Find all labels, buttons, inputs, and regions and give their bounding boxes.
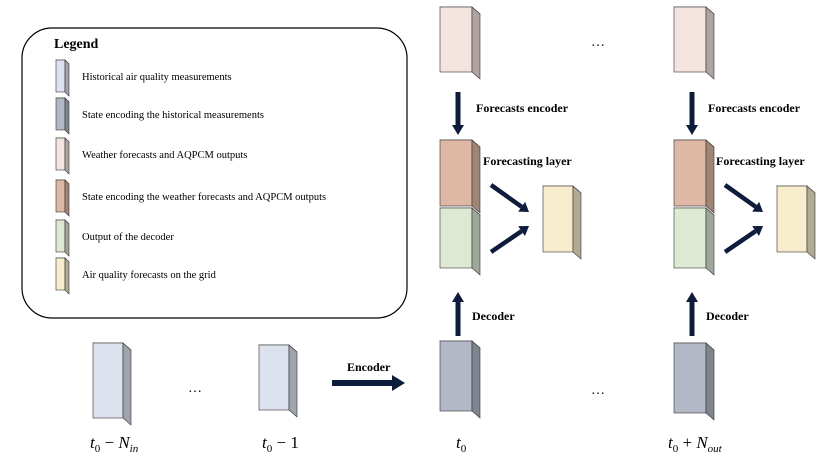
legend-swatch — [55, 219, 70, 257]
decoder-output-block-t0 — [439, 207, 481, 276]
input-block-first — [92, 342, 132, 426]
decoder-arrow-2 — [686, 292, 698, 336]
legend-item: Output of the decoder — [55, 219, 174, 257]
legend-item: State encoding the weather forecasts and… — [55, 179, 326, 217]
forecasts-encoder-arrow-2 — [686, 92, 698, 135]
forecasting-layer-label-1: Forecasting layer — [483, 154, 572, 168]
decoder-label-1: Decoder — [472, 309, 515, 323]
tensor-blocks — [92, 6, 816, 426]
input-ellipsis: … — [188, 381, 202, 396]
legend: Legend Historical air quality measuremen… — [21, 27, 408, 319]
legend-swatch — [55, 257, 70, 295]
legend-swatch — [55, 137, 70, 175]
input-block-last — [258, 344, 298, 418]
encoder-arrow — [332, 375, 405, 391]
legend-item: Historical air quality measurements — [55, 59, 232, 97]
legend-swatch — [55, 179, 70, 217]
forecasts-encoder-label-1: Forecasts encoder — [476, 101, 569, 115]
time-label-out: t0 + Nout — [668, 433, 723, 455]
decoder-arrow-1 — [452, 292, 464, 336]
forecasts-encoder-label-2: Forecasts encoder — [708, 101, 801, 115]
decoder-label-2: Decoder — [706, 309, 749, 323]
forecasting-layer-label-2: Forecasting layer — [716, 154, 805, 168]
forecasting-arrow-bottom-2 — [723, 226, 763, 254]
forecasting-arrow-top-1 — [489, 183, 529, 212]
legend-frame — [21, 27, 408, 319]
time-label-first: t0 − Nin — [90, 433, 139, 455]
legend-item: State encoding the historical measuremen… — [55, 97, 264, 135]
legend-title: Legend — [54, 37, 99, 52]
legend-swatch — [55, 59, 70, 97]
forecast-block-t0 — [542, 185, 582, 260]
weather-block-tout — [673, 6, 715, 80]
decoder-output-block-tout — [673, 207, 715, 276]
legend-items: Historical air quality measurementsState… — [55, 59, 326, 295]
time-label-zero: t0 — [456, 433, 467, 455]
forecast-block-tout — [776, 185, 816, 260]
state-block-tout — [673, 342, 715, 421]
legend-item-label: Weather forecasts and AQPCM outputs — [82, 150, 247, 161]
weather-block-t0 — [439, 6, 481, 80]
weather-state-block-tout — [673, 139, 715, 214]
top-ellipsis: … — [591, 35, 605, 50]
forecasting-arrow-top-2 — [723, 183, 763, 212]
time-label-last-input: t0 − 1 — [262, 433, 299, 455]
forecasting-arrow-bottom-1 — [489, 226, 529, 254]
legend-item-label: State encoding the weather forecasts and… — [82, 192, 326, 203]
legend-item: Air quality forecasts on the grid — [55, 257, 217, 295]
legend-item-label: Air quality forecasts on the grid — [82, 270, 217, 281]
bottom-ellipsis: … — [591, 383, 605, 398]
legend-item: Weather forecasts and AQPCM outputs — [55, 137, 247, 175]
weather-state-block-t0 — [439, 139, 481, 214]
legend-item-label: Historical air quality measurements — [82, 72, 232, 83]
legend-swatch — [55, 97, 70, 135]
state-block-t0 — [439, 340, 481, 419]
encoder-label: Encoder — [347, 360, 391, 374]
legend-item-label: State encoding the historical measuremen… — [82, 110, 264, 121]
arrows — [332, 92, 763, 391]
legend-item-label: Output of the decoder — [82, 232, 174, 243]
forecasts-encoder-arrow-1 — [452, 92, 464, 135]
